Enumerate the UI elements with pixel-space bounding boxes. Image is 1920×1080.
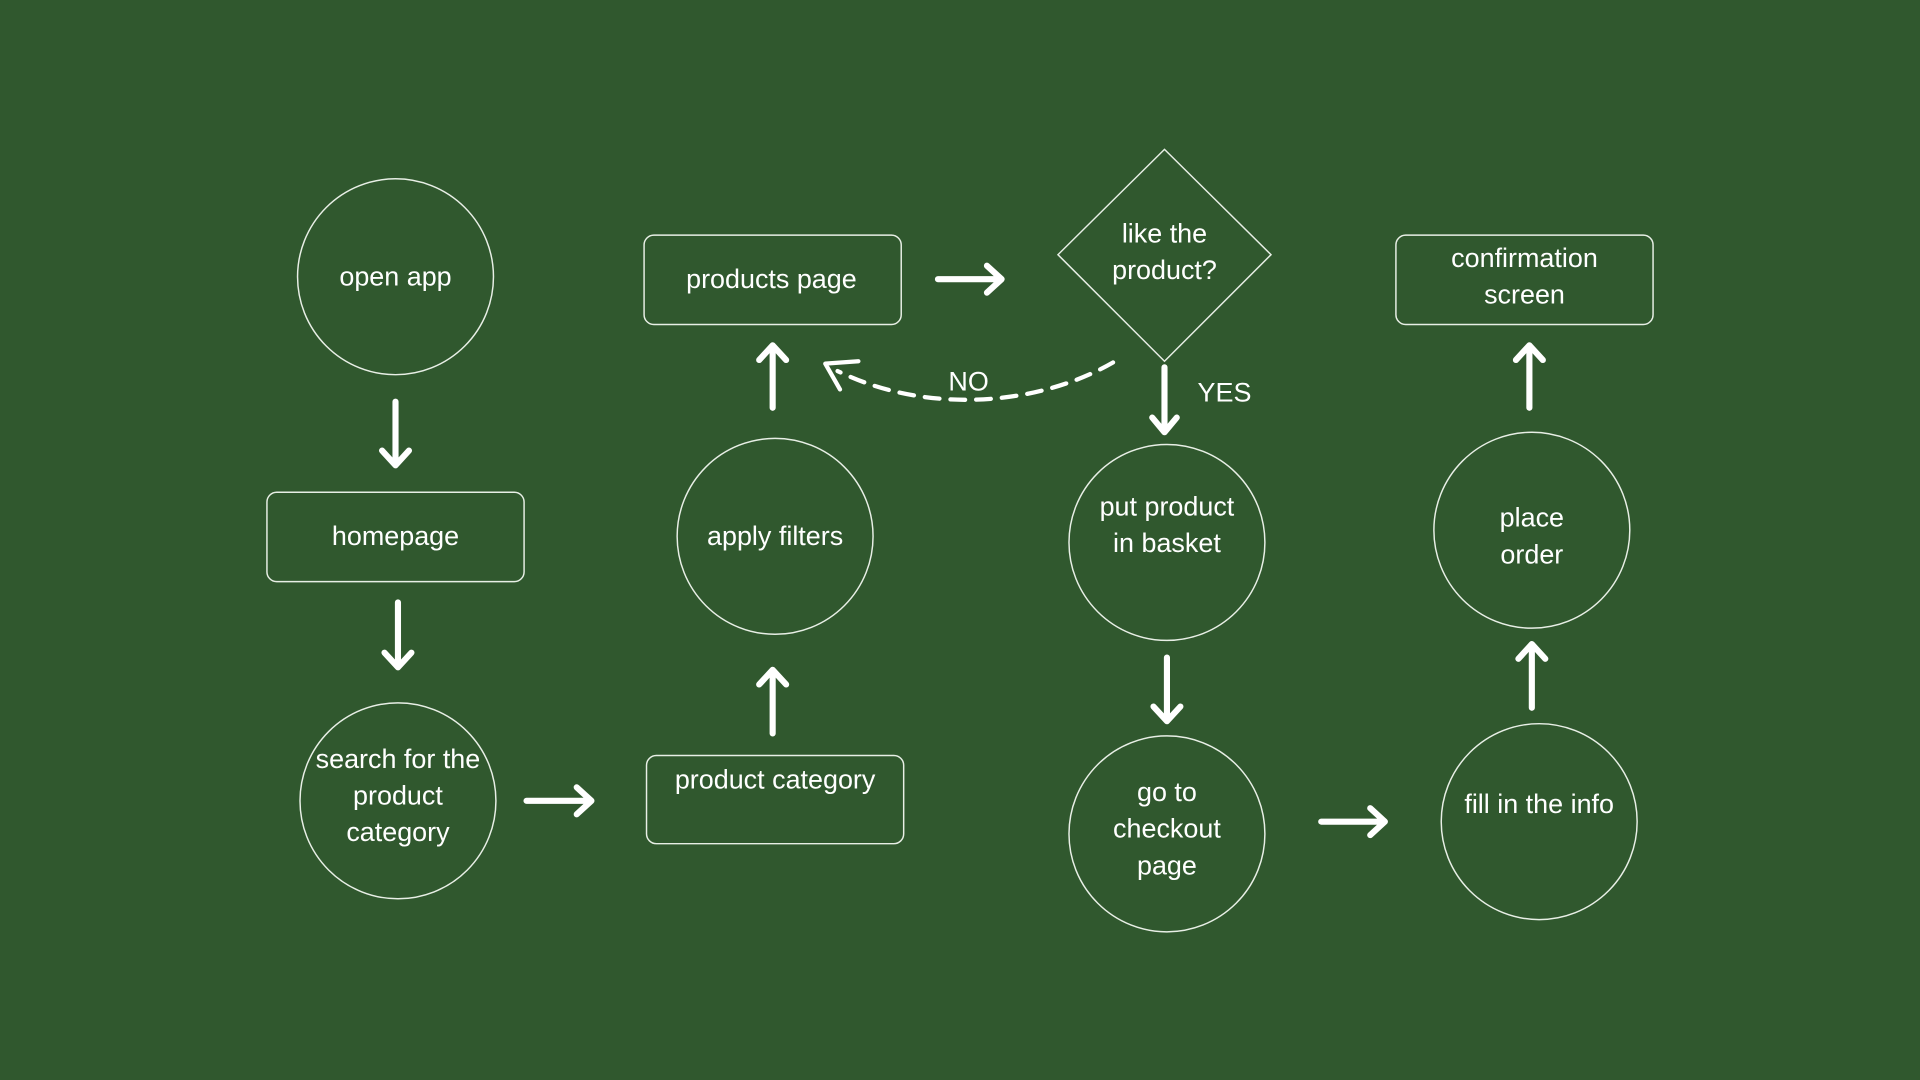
node-label: screen [1484, 280, 1565, 310]
arrow-homepage-to-search [381, 599, 415, 671]
node-product-category: product category [645, 754, 905, 845]
node-place-order: place order [1433, 431, 1631, 629]
node-apply-filters: apply filters [676, 437, 874, 636]
arrow-fill-to-place [1515, 641, 1549, 711]
node-label: order [1500, 539, 1563, 569]
node-label: open app [339, 261, 451, 291]
node-open-app: open app [296, 178, 495, 376]
node-search-product-category: search for the product category [299, 702, 497, 900]
node-label: homepage [332, 521, 459, 551]
node-label: checkout [1113, 814, 1221, 844]
node-label: product category [675, 765, 876, 795]
arrow-search-to-category [523, 784, 595, 818]
node-checkout-page: go to checkout page [1068, 735, 1266, 933]
arrow-category-to-filters [756, 666, 790, 737]
arrow-products-to-decision [934, 262, 1005, 296]
node-label: like the [1122, 218, 1207, 248]
node-label: search for the [316, 744, 481, 774]
node-homepage: homepage [266, 491, 525, 583]
node-label: go to [1137, 777, 1197, 807]
arrow-place-to-confirmation [1512, 342, 1546, 411]
arrow-filters-to-products [756, 342, 790, 411]
node-label: apply filters [707, 521, 843, 551]
node-label: product? [1112, 255, 1217, 285]
arrow-yes [1149, 364, 1180, 436]
node-confirmation-screen: confirmation screen [1395, 234, 1654, 326]
edge-label-yes: YES [1198, 378, 1252, 408]
node-label: put product [1100, 492, 1235, 522]
arrow-no-dashed [823, 359, 1116, 402]
node-label: category [346, 817, 450, 847]
node-label: confirmation [1451, 243, 1598, 273]
node-label: page [1137, 850, 1197, 880]
arrow-open-to-homepage [378, 398, 413, 469]
edge-label-no: NO [948, 367, 988, 397]
node-products-page: products page [643, 234, 902, 326]
node-label: place [1500, 503, 1564, 533]
node-label: fill in the info [1464, 789, 1614, 819]
arrow-checkout-to-fill [1318, 805, 1388, 839]
arrow-basket-to-checkout [1150, 654, 1184, 725]
node-decision-like-product: like the product? [1056, 148, 1273, 363]
node-label: product [353, 780, 443, 810]
node-label: in basket [1113, 528, 1221, 558]
node-label: products page [686, 264, 857, 294]
node-fill-info: fill in the info [1440, 722, 1638, 921]
node-put-in-basket: put product in basket [1068, 443, 1266, 642]
